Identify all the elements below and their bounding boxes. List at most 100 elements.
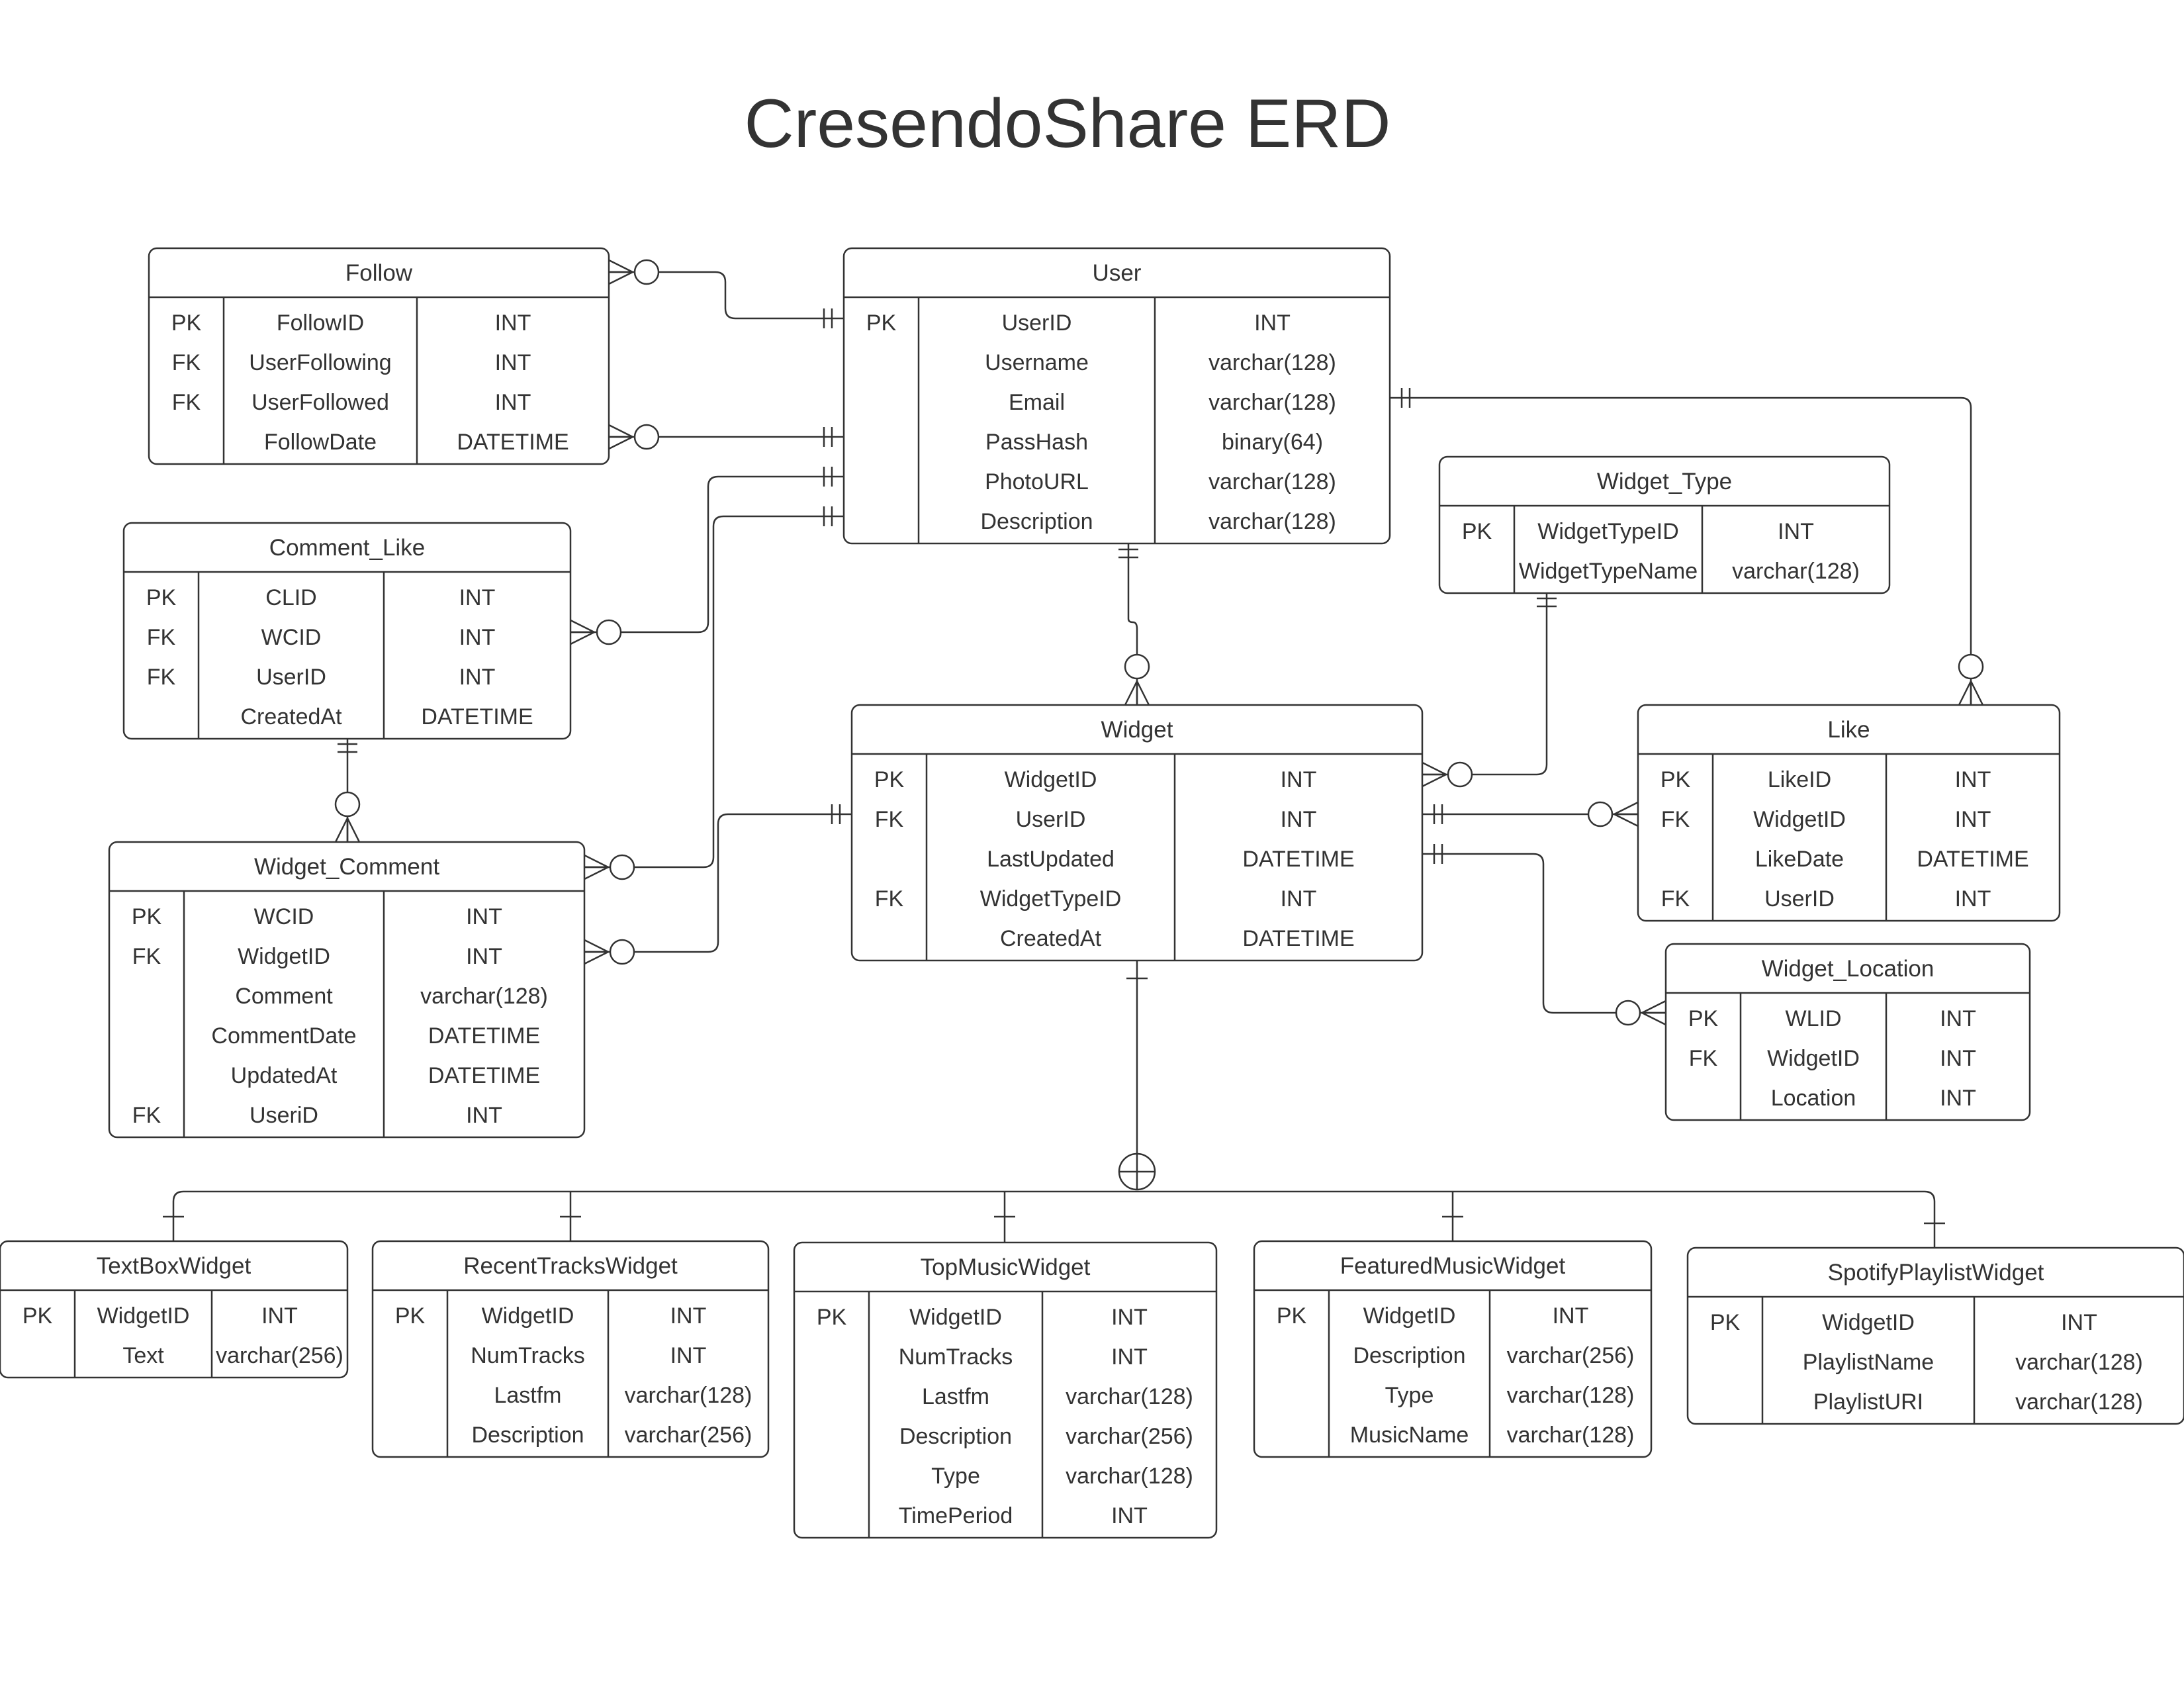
type-cell: binary(64) [1222,430,1323,455]
key-cell: PK [395,1303,426,1329]
key-cell: FK [147,665,176,690]
field-cell: FollowID [277,310,364,336]
key-cell: FK [875,886,904,912]
field-cell: PlaylistName [1803,1350,1934,1375]
field-cell: Lastfm [922,1384,989,1409]
type-cell: INT [1281,767,1317,792]
entity-title: Widget_Type [1597,469,1732,494]
many-marker [1612,801,1639,827]
entity-title: Comment_Like [269,535,425,561]
field-cell: WidgetTypeID [1537,519,1679,544]
field-cell: PhotoURL [985,469,1089,494]
field-cell: UseriD [250,1103,318,1128]
optional-marker [609,854,635,880]
type-cell: INT [1553,1303,1589,1329]
field-cell: MusicName [1350,1423,1469,1448]
key-cell: PK [817,1305,847,1330]
type-cell: INT [1940,1046,1976,1071]
entity-box [1253,1240,1653,1458]
relationship-line [1422,853,1666,1014]
many-marker [584,939,610,965]
type-cell: varchar(128) [420,984,548,1009]
type-cell: INT [1111,1305,1148,1330]
type-cell: INT [459,585,496,610]
type-cell: INT [1955,886,1991,912]
field-cell: PassHash [985,430,1088,455]
field-cell: Description [899,1424,1012,1449]
field-cell: WidgetTypeID [980,886,1122,912]
type-cell: varchar(128) [1507,1423,1635,1448]
field-cell: TimePeriod [899,1503,1013,1528]
type-cell: INT [495,310,531,336]
one-marker [338,743,357,753]
optional-marker [1615,1000,1641,1026]
type-cell: INT [466,904,502,929]
field-cell: UserFollowing [249,350,391,375]
type-cell: INT [1281,886,1317,912]
optional-marker [1958,653,1984,680]
entity-box [0,1240,349,1379]
field-cell: WidgetID [97,1303,190,1329]
field-cell: CommentDate [211,1023,356,1049]
entity-box [793,1241,1218,1539]
type-cell: varchar(128) [1208,469,1336,494]
field-cell: WLID [1786,1006,1842,1031]
field-cell: WidgetID [909,1305,1002,1330]
relationship-line [584,813,852,953]
type-cell: varchar(256) [1066,1424,1193,1449]
field-cell: UpdatedAt [231,1063,338,1088]
field-cell: Comment [235,984,333,1009]
field-cell: NumTracks [899,1344,1013,1370]
key-cell: FK [875,807,904,832]
field-cell: Lastfm [494,1383,561,1408]
entity-title: TextBoxWidget [97,1253,251,1279]
relationship-lines [163,259,1984,1248]
type-cell: INT [1778,519,1814,544]
type-cell: INT [1940,1086,1976,1111]
field-cell: UserID [256,665,326,690]
type-cell: INT [670,1303,707,1329]
field-cell: Description [471,1423,584,1448]
entity-title: Like [1827,717,1870,743]
type-cell: INT [1254,310,1291,336]
optional-marker [334,791,361,818]
key-cell: FK [1661,807,1690,832]
field-cell: CreatedAt [1000,926,1102,951]
type-cell: DATETIME [1917,847,2028,872]
entity-box [148,247,610,465]
type-cell: INT [1111,1344,1148,1370]
entity-box [1438,455,1891,594]
type-cell: varchar(256) [1507,1343,1635,1368]
field-cell: LastUpdated [987,847,1115,872]
key-cell: PK [1661,767,1691,792]
field-cell: UserID [1002,310,1072,336]
one-marker [1537,597,1557,608]
type-cell: varchar(128) [2015,1350,2143,1375]
many-marker [584,854,610,880]
key-cell: PK [1462,519,1492,544]
key-cell: FK [132,944,161,969]
entity-title: Widget_Location [1762,956,1934,982]
one-marker [1118,548,1138,559]
entity-title: Widget_Comment [254,854,439,880]
many-marker [608,424,635,450]
entity-box [371,1240,770,1458]
type-cell: INT [466,944,502,969]
field-cell: LikeDate [1755,847,1844,872]
field-cell: UserID [1016,807,1086,832]
one-marker [831,804,841,824]
entity-title: RecentTracksWidget [463,1253,678,1279]
field-cell: Username [985,350,1089,375]
field-cell: FollowDate [264,430,377,455]
key-cell: FK [1689,1046,1718,1071]
field-cell: WCID [254,904,314,929]
type-cell: varchar(128) [2015,1389,2143,1415]
